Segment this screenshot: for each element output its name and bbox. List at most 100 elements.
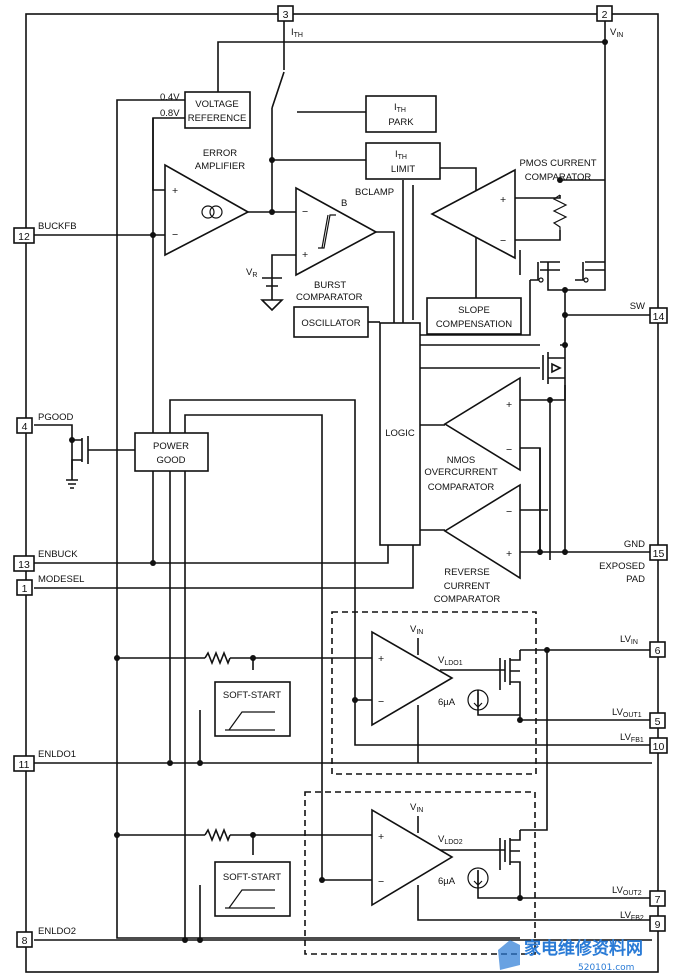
pgood-label: PGOOD <box>38 412 74 423</box>
chip-outline <box>25 13 659 973</box>
svg-text:11: 11 <box>19 759 30 771</box>
pin-2 <box>596 5 613 22</box>
svg-text:1: 1 <box>22 583 28 595</box>
pmos-plus: + <box>500 194 506 206</box>
vref-label-2: REFERENCE <box>188 113 247 124</box>
ith-limit-label-2: LIMIT <box>391 164 415 175</box>
soft-start-1-block <box>214 681 291 737</box>
pad-label: PAD <box>626 574 645 585</box>
pin-12 <box>13 227 35 244</box>
svg-text:10: 10 <box>653 741 665 753</box>
pin-boxes: 3 2 12 4 13 1 11 8 14 15 6 5 10 7 9 <box>13 5 668 948</box>
ith-park-label-1: ITH <box>394 102 406 114</box>
svg-text:12: 12 <box>18 231 30 243</box>
slope-label-1: SLOPE <box>458 305 490 316</box>
buckfb-label: BUCKFB <box>38 221 77 232</box>
ground-symbol <box>260 290 284 312</box>
error-amp-label-2: AMPLIFIER <box>195 161 245 172</box>
vldo2-label: VLDO2 <box>438 834 463 846</box>
pmos-label-1: PMOS CURRENT <box>519 158 596 169</box>
vldo1-label: VLDO1 <box>438 655 463 667</box>
modesel-label: MODESEL <box>38 574 84 585</box>
nmos-label-2: OVERCURRENT <box>424 467 498 478</box>
watermark-url: 520101.com <box>578 963 634 973</box>
vin-label: VIN <box>610 27 623 39</box>
pmos-current-comparator <box>430 168 516 260</box>
lvout2-label: LVOUT2 <box>612 885 642 897</box>
pin-1 <box>16 579 33 596</box>
ith-park-block <box>365 95 437 133</box>
ldo2-plus: + <box>378 831 384 843</box>
rev-minus: − <box>506 506 512 518</box>
pgood-nmos <box>81 436 90 464</box>
voltage-reference-block <box>184 91 251 129</box>
ith-limit-block <box>365 142 441 180</box>
nmos-overcurrent-comparator <box>443 376 521 472</box>
ith-label: ITH <box>291 27 303 39</box>
error-amp-minus: − <box>172 229 178 241</box>
watermark-cn: 家电维修资料网 <box>524 938 643 959</box>
exposed-label: EXPOSED <box>599 561 645 572</box>
svg-text:15: 15 <box>653 548 665 560</box>
pin-13 <box>13 555 35 572</box>
sw-label: SW <box>630 301 645 312</box>
pin-7 <box>649 890 666 907</box>
ldo2-resistor <box>204 827 231 843</box>
nmos-label-1: NMOS <box>447 455 476 466</box>
svg-text:5: 5 <box>655 716 661 728</box>
enldo2-label: ENLDO2 <box>38 926 76 937</box>
ldo1-dashed-frame <box>331 611 537 775</box>
pin-15 <box>649 544 668 561</box>
ldo2-current-source <box>467 867 489 889</box>
sense-resistor <box>552 194 568 230</box>
enbuck-label: ENBUCK <box>38 549 78 560</box>
error-amp-plus: + <box>172 185 178 197</box>
burst-comparator <box>295 186 378 277</box>
slope-label-2: COMPENSATION <box>436 319 512 330</box>
power-good-block <box>134 432 209 472</box>
watermark-logo-icon <box>498 940 520 970</box>
ldo2-6ua-label: 6µA <box>438 876 456 887</box>
watermark: 家电维修资料网 520101.com <box>498 938 643 973</box>
ith-limit-label-1: ITH <box>395 149 407 161</box>
soft-start-2-label: SOFT-START <box>223 872 281 883</box>
pin-11 <box>13 755 35 772</box>
svg-text:2: 2 <box>602 9 608 21</box>
ldo1-pass-mosfet <box>500 650 521 700</box>
soft-start-2-ramp <box>225 889 275 909</box>
lvin-label: LVIN <box>620 634 638 646</box>
ith-park-label-2: PARK <box>388 117 414 128</box>
burst-plus: + <box>302 249 308 261</box>
rev-label-3: COMPARATOR <box>434 594 501 605</box>
pin-14 <box>649 307 668 324</box>
svg-text:7: 7 <box>655 894 661 906</box>
vref-04v-label: 0.4V <box>160 92 180 103</box>
rev-label-1: REVERSE <box>444 567 489 578</box>
svg-text:8: 8 <box>22 935 28 947</box>
svg-text:9: 9 <box>655 919 661 931</box>
vr-label: VR <box>246 267 257 279</box>
lvfb1-label: LVFB1 <box>620 732 644 744</box>
logic-block <box>379 322 421 546</box>
burst-label-1: BURST <box>314 280 346 291</box>
hysteresis-symbol <box>318 214 336 249</box>
transconductance-symbol <box>201 205 215 219</box>
svg-text:13: 13 <box>18 559 30 571</box>
pin-4 <box>16 417 33 434</box>
lvfb2-label: LVFB2 <box>620 910 644 922</box>
vref-label-1: VOLTAGE <box>195 99 238 110</box>
ldo1-6ua-label: 6µA <box>438 697 456 708</box>
pmos-switches <box>530 261 606 291</box>
pin-5 <box>649 712 666 729</box>
nmos-minus: − <box>506 444 512 456</box>
bclamp-label: BCLAMP <box>355 187 394 198</box>
ldo1-current-source <box>467 689 489 711</box>
burst-minus: − <box>302 206 308 218</box>
ldo2-dashed-frame <box>304 791 536 955</box>
nmos-switch <box>542 352 565 384</box>
soft-start-1-label: SOFT-START <box>223 690 281 701</box>
pmos-label-2: COMPARATOR <box>525 172 592 183</box>
ldo1-amplifier <box>371 630 454 727</box>
pin-8 <box>16 931 33 948</box>
